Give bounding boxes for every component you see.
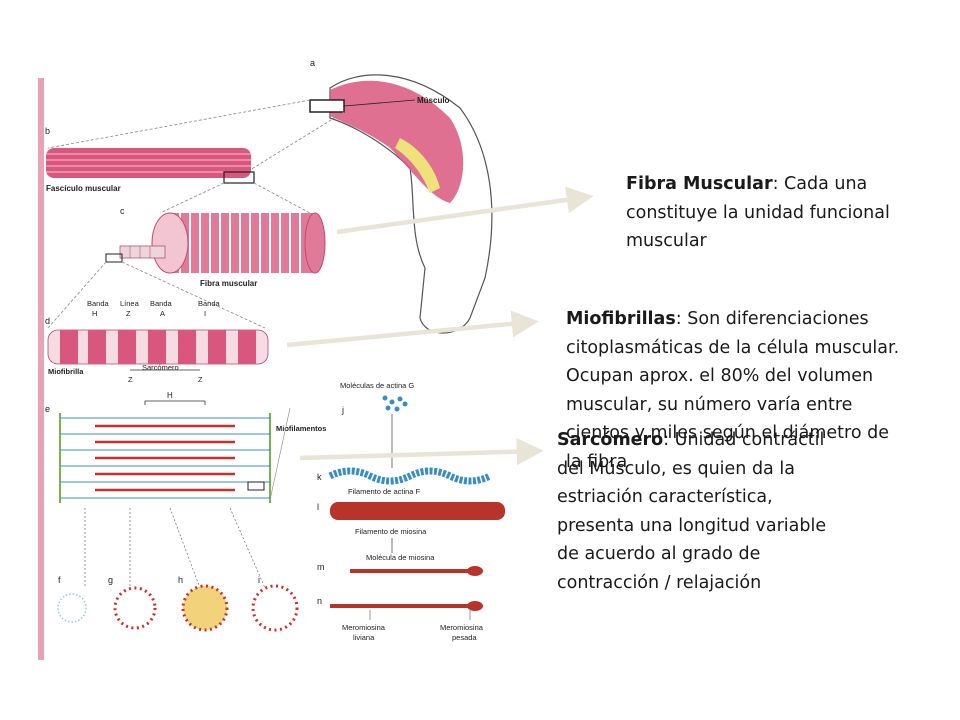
- panel-letter-b: b: [45, 126, 50, 136]
- myofibril-bundle-out: [119, 245, 166, 259]
- label-miofilamentos: Miofilamentos: [276, 424, 326, 433]
- panel-letter-m: m: [317, 562, 325, 572]
- myofibril: [47, 329, 269, 365]
- label-banda-a-letter: A: [160, 309, 165, 318]
- label-actina-f: Filamento de actina F: [348, 487, 421, 496]
- label-mero-liv-2: liviana: [353, 633, 375, 642]
- myosin-head: [467, 566, 483, 576]
- light-meromyosin: [330, 604, 440, 608]
- panel-letter-d: d: [45, 316, 50, 326]
- fascicle-section-box: [223, 171, 255, 184]
- connector-line: [47, 99, 311, 149]
- cross-section-g: [113, 586, 157, 630]
- label-actina-g: Moléculas de actina G: [340, 381, 414, 390]
- panel-letter-f: f: [58, 575, 61, 585]
- heavy-meromyosin-head: [467, 601, 483, 611]
- title-fibra-muscular: Fibra Muscular: [626, 174, 773, 194]
- panel-letter-h: h: [178, 575, 183, 585]
- label-fasciculo: Fascículo muscular: [46, 184, 121, 193]
- body-fibra-muscular: : Cada una constituye la unidad funciona…: [626, 174, 890, 251]
- panel-letter-i: i: [258, 575, 260, 585]
- panel-letter-a: a: [310, 58, 315, 68]
- panel-letter-l: l: [317, 502, 319, 512]
- label-linea-z-letter: Z: [126, 309, 131, 318]
- cross-section-i: [251, 584, 299, 632]
- tendon: [395, 138, 440, 193]
- label-banda-a: Banda: [150, 299, 173, 308]
- body-miofibrillas: : Son diferenciaciones citoplasmáticas d…: [566, 309, 900, 472]
- label-mero-pes-1: Meromiosina: [440, 623, 484, 632]
- label-sarcomero: Sarcómero: [142, 363, 179, 372]
- connector-line: [159, 182, 225, 214]
- heavy-meromyosin: [440, 604, 470, 608]
- panel-letter-n: n: [317, 596, 322, 606]
- label-musculo: Músculo: [417, 96, 450, 105]
- label-miosina-fil: Filamento de miosina: [355, 527, 427, 536]
- label-banda-i: Banda: [198, 299, 221, 308]
- connector-line: [47, 261, 107, 329]
- muscle-structure-figure: a Músculo b Fascículo muscular c: [30, 48, 515, 660]
- cross-section-h: [181, 584, 229, 632]
- label-z-left: Z: [128, 375, 133, 384]
- title-sarcomero: Sarcómero: [557, 430, 664, 450]
- label-mero-pes-2: pesada: [452, 633, 477, 642]
- myosin-molecule: [350, 569, 470, 573]
- panel-letter-g: g: [108, 575, 113, 585]
- connector-line: [121, 261, 266, 329]
- panel-letter-k: k: [317, 472, 322, 482]
- connector-line: [229, 507, 266, 589]
- muscle-fiber-cylinder: [151, 212, 326, 274]
- myofilament-array: [59, 413, 271, 503]
- label-miofibrilla: Miofibrilla: [48, 367, 84, 376]
- panel-letter-c: c: [120, 206, 125, 216]
- fascicle-bundle: [46, 148, 251, 178]
- label-z-right: Z: [198, 375, 203, 384]
- text-fibra-muscular: Fibra Muscular: Cada una constituye la u…: [626, 170, 931, 256]
- label-miosina-mol: Molécula de miosina: [366, 553, 435, 562]
- connector-line: [169, 507, 201, 589]
- label-mero-liv-1: Meromiosina: [342, 623, 386, 632]
- connector-line: [253, 182, 311, 214]
- label-banda-h: Banda: [87, 299, 110, 308]
- h-zone-bracket: [144, 400, 206, 405]
- figure-border-strip: [38, 78, 44, 660]
- fiber-section-box: [105, 253, 123, 263]
- label-h-top: H: [167, 391, 173, 400]
- connector-line: [249, 111, 345, 171]
- muscle-diagram-svg: a Músculo b Fascículo muscular c: [38, 58, 505, 660]
- label-banda-h-letter: H: [92, 309, 97, 318]
- cross-section-f: [57, 593, 87, 623]
- myosin-filament: [330, 502, 505, 520]
- musculo-pointer: [343, 99, 416, 107]
- connector-line: [269, 407, 291, 501]
- body-sarcomero: : Unidad contráctil del Músculo, es quie…: [557, 430, 827, 593]
- actin-g-molecules: [382, 395, 408, 412]
- panel-letter-e: e: [45, 404, 50, 414]
- muscle-section-box: [309, 99, 345, 113]
- text-sarcomero: Sarcómero: Unidad contráctil del Músculo…: [557, 426, 842, 597]
- label-fibra: Fibra muscular: [200, 279, 257, 288]
- label-linea-z: Línea: [120, 299, 140, 308]
- text-miofibrillas: Miofibrillas: Son diferenciaciones citop…: [566, 305, 901, 476]
- filament-section-box: [247, 481, 265, 491]
- panel-letter-j: j: [341, 405, 344, 415]
- title-miofibrillas: Miofibrillas: [566, 309, 676, 329]
- actin-f-filament: [328, 467, 492, 485]
- label-banda-i-letter: I: [204, 309, 206, 318]
